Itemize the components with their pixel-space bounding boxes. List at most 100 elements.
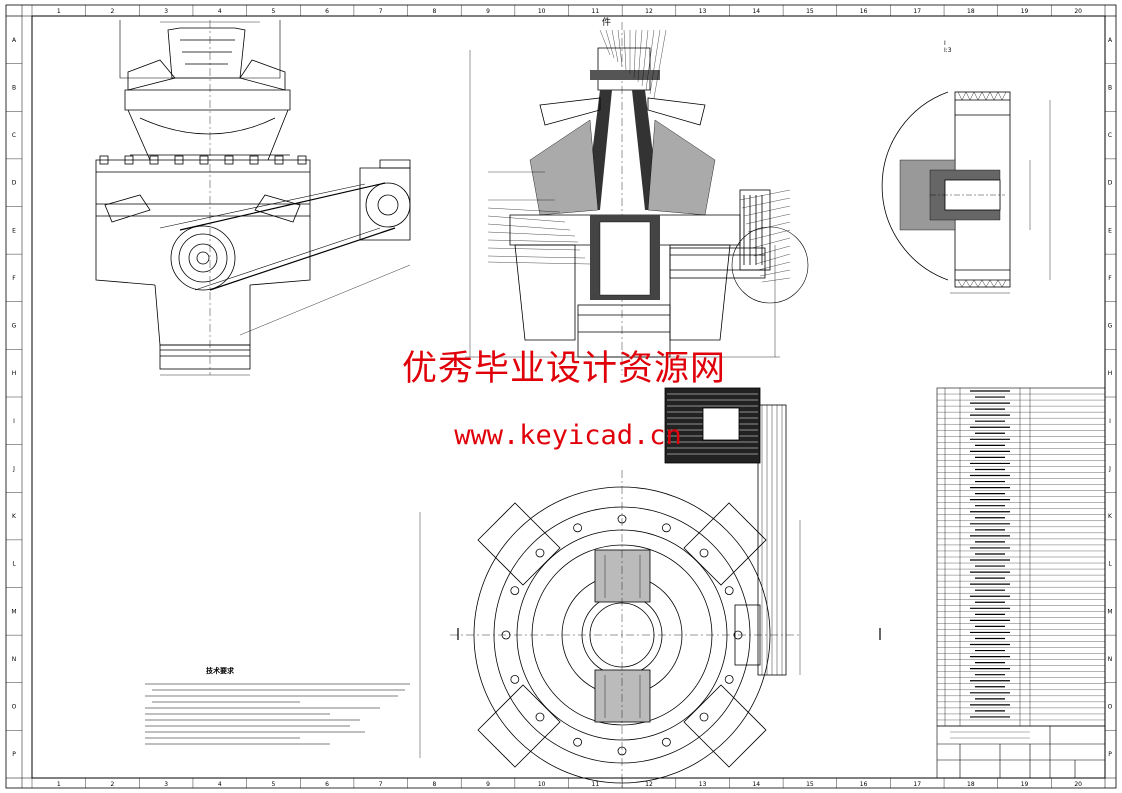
bolt-hole	[535, 548, 545, 558]
technical-notes-lines	[145, 683, 410, 745]
top-zone-label: 5	[272, 8, 276, 15]
technical-requirements-title: 技术要求	[206, 667, 234, 675]
top-zone-label: 6	[325, 8, 329, 15]
bottom-zone-label: 17	[913, 781, 921, 788]
top-zone-label: 17	[913, 8, 921, 15]
top-zone-label: 11	[592, 8, 600, 15]
top-zone-label: 14	[752, 8, 760, 15]
right-zone-label: L	[1108, 561, 1112, 568]
left-zone-label: O	[12, 704, 17, 711]
right-zone-label: J	[1108, 465, 1111, 472]
left-zone-label: F	[12, 275, 16, 282]
bottom-zone-label: 11	[592, 781, 600, 788]
watermark-url: www.keyicad.cn	[454, 420, 682, 451]
bottom-zone-label: 19	[1021, 781, 1029, 788]
right-zone-label: A	[1108, 37, 1113, 44]
watermark-chinese: 优秀毕业设计资源网	[401, 349, 726, 389]
bottom-zone-label: 9	[486, 781, 490, 788]
top-zone-label: 15	[806, 8, 814, 15]
top-zone-label: 19	[1021, 8, 1029, 15]
bolt-hole	[573, 523, 583, 533]
bottom-zone-label: 3	[164, 781, 168, 788]
bottom-zone-label: 7	[379, 781, 383, 788]
parts-list-table	[936, 387, 1106, 727]
right-zone-label: E	[1108, 227, 1112, 234]
bottom-zone-label: 15	[806, 781, 814, 788]
bolt-hole	[510, 674, 520, 684]
bottom-zone-label: 18	[967, 781, 975, 788]
top-zone-label: 9	[486, 8, 490, 15]
left-zone-label: J	[12, 465, 15, 472]
part-number-marker: 件	[602, 18, 612, 28]
bolt-hole	[510, 586, 520, 596]
right-zone-label: B	[1108, 84, 1112, 91]
bolt-hole	[661, 523, 671, 533]
top-zone-label: 12	[645, 8, 653, 15]
right-zone-label: P	[1108, 751, 1112, 758]
top-zone-label: 20	[1074, 8, 1082, 15]
top-zone-label: 4	[218, 8, 222, 15]
left-zone-label: B	[12, 84, 16, 91]
top-zone-labels: 1122334455667788991010111112121313141415…	[31, 5, 1082, 788]
bottom-zone-label: 14	[752, 781, 760, 788]
bottom-zone-label: 4	[218, 781, 222, 788]
bolt-hole	[573, 737, 583, 747]
detail-view-i	[881, 91, 1051, 294]
top-zone-label: 10	[538, 8, 546, 15]
front-elevation-view	[95, 20, 411, 376]
right-zone-label: G	[1108, 323, 1113, 330]
right-zone-label: F	[1108, 275, 1112, 282]
section-marker: I I:3	[944, 40, 952, 54]
right-zone-label: O	[1108, 704, 1113, 711]
right-zone-label: M	[1107, 608, 1112, 615]
bottom-zone-label: 6	[325, 781, 329, 788]
left-zone-label: M	[11, 608, 16, 615]
top-zone-label: 13	[699, 8, 707, 15]
left-zone-label: C	[12, 132, 16, 139]
right-zone-label: C	[1108, 132, 1112, 139]
top-zone-label: 18	[967, 8, 975, 15]
top-zone-label: 16	[860, 8, 868, 15]
bottom-zone-label: 10	[538, 781, 546, 788]
inner-frame	[31, 15, 1106, 779]
right-zone-label: I	[1109, 418, 1111, 425]
left-zone-label: G	[12, 323, 17, 330]
bottom-zone-label: 20	[1074, 781, 1082, 788]
outer-frame	[5, 4, 1117, 789]
top-zone-label: 2	[111, 8, 115, 15]
bolt-hole	[535, 712, 545, 722]
left-zone-label: K	[12, 513, 17, 520]
bottom-zone-label: 16	[860, 781, 868, 788]
bottom-zone-label: 8	[432, 781, 436, 788]
right-zone-label: H	[1108, 370, 1113, 377]
main-section-view	[465, 22, 809, 375]
right-zone-label: N	[1108, 656, 1113, 663]
bottom-zone-label: 5	[272, 781, 276, 788]
bolt-hole	[661, 737, 671, 747]
left-zone-label: H	[12, 370, 17, 377]
bottom-zone-label: 2	[111, 781, 115, 788]
bolt-hole	[699, 712, 709, 722]
left-zone-label: D	[12, 180, 17, 187]
bolt-hole	[724, 674, 734, 684]
top-zone-label: 3	[164, 8, 168, 15]
top-zone-label: 7	[379, 8, 383, 15]
left-zone-label: L	[12, 561, 16, 568]
bottom-zone-label: 12	[645, 781, 653, 788]
right-zone-label: D	[1108, 180, 1113, 187]
bottom-zone-label: 13	[699, 781, 707, 788]
plan-view	[419, 387, 881, 790]
left-zone-label: A	[12, 37, 17, 44]
left-zone-label: E	[12, 227, 16, 234]
top-zone-label: 8	[432, 8, 436, 15]
bolt-hole	[724, 586, 734, 596]
bolt-hole	[699, 548, 709, 558]
top-zone-label: 1	[57, 8, 61, 15]
bottom-zone-label: 1	[57, 781, 61, 788]
left-zone-label: N	[12, 656, 17, 663]
left-zone-label: I	[13, 418, 15, 425]
left-zone-label: P	[12, 751, 16, 758]
title-block	[936, 725, 1106, 779]
